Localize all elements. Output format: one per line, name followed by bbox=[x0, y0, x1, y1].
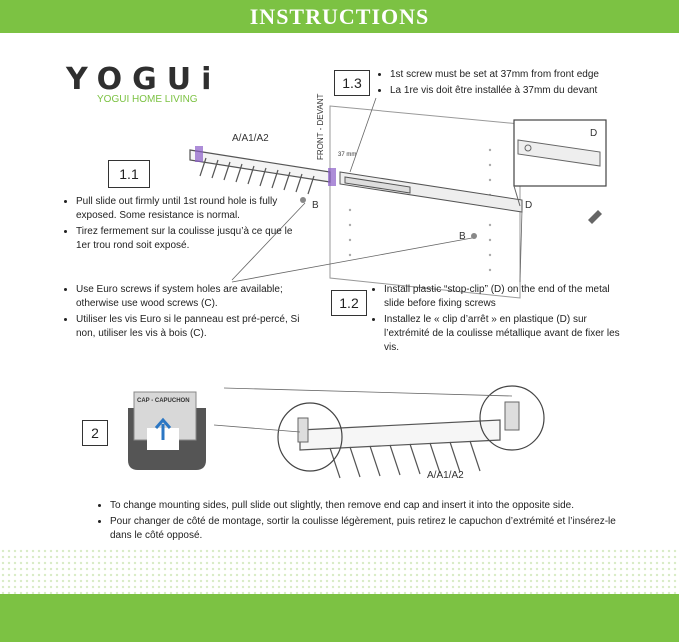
instruction-en: Install plastic “stop-clip” (D) on the e… bbox=[384, 283, 628, 311]
slide-clip-purple bbox=[328, 168, 336, 186]
step-box-1-1: 1.1 bbox=[108, 160, 150, 188]
front-label: FRONT - DEVANT bbox=[316, 93, 325, 160]
header-banner: INSTRUCTIONS bbox=[0, 0, 679, 33]
measure-label: 37 mm bbox=[338, 152, 357, 158]
up-arrow-icon bbox=[154, 417, 172, 440]
brand-tagline: YOGUI HOME LIVING bbox=[97, 94, 198, 105]
step-1-2-instructions: Install plastic “stop-clip” (D) on the e… bbox=[370, 283, 628, 357]
cap-label: CAP - CAPUCHON bbox=[137, 398, 190, 404]
instruction-en: Pull slide out firmly until 1st round ho… bbox=[76, 195, 304, 223]
rack-label-bottom: A/A1/A2 bbox=[427, 470, 464, 481]
label-d1: D bbox=[590, 128, 598, 139]
step-2-instructions: To change mounting sides, pull slide out… bbox=[96, 499, 630, 545]
zoom-circle-right bbox=[479, 385, 545, 451]
pencil-icon bbox=[588, 210, 602, 224]
step-1-1-instructions: Pull slide out firmly until 1st round ho… bbox=[62, 195, 304, 255]
instruction-fr: La 1re vis doit être installée à 37mm du… bbox=[390, 84, 670, 98]
page-title: INSTRUCTIONS bbox=[249, 4, 430, 29]
label-b2: B bbox=[459, 231, 466, 242]
rack-label-top: A/A1/A2 bbox=[232, 133, 269, 144]
label-d2: D bbox=[525, 200, 533, 211]
instruction-fr: Tirez fermement sur la coulisse jusqu’à … bbox=[76, 225, 304, 253]
screw-b2 bbox=[471, 233, 477, 239]
footer-banner bbox=[0, 594, 679, 642]
step-1-1b-instructions: Use Euro screws if system holes are avai… bbox=[62, 283, 312, 343]
metal-slide bbox=[339, 171, 523, 213]
step-box-2: 2 bbox=[82, 420, 108, 446]
instruction-en: Use Euro screws if system holes are avai… bbox=[76, 283, 312, 311]
step-1-3-instructions: 1st screw must be set at 37mm from front… bbox=[376, 68, 670, 100]
label-b1: B bbox=[312, 200, 319, 211]
panel-holes bbox=[348, 148, 492, 272]
instruction-fr: Pour changer de côté de montage, sortir … bbox=[110, 515, 630, 543]
zoom-circle-left bbox=[277, 402, 343, 472]
brand-logo: YOGUi bbox=[66, 62, 222, 97]
end-cap-purple bbox=[195, 146, 203, 162]
instruction-en: To change mounting sides, pull slide out… bbox=[110, 499, 630, 513]
rack-illustration-bottom bbox=[299, 419, 501, 479]
instruction-fr: Utiliser les vis Euro si le panneau est … bbox=[76, 313, 312, 341]
rack-illustration-top bbox=[189, 149, 331, 195]
cabinet-panel bbox=[329, 105, 521, 299]
dot-pattern bbox=[0, 548, 679, 596]
instruction-en: 1st screw must be set at 37mm from front… bbox=[390, 68, 670, 82]
step-box-1-3: 1.3 bbox=[334, 70, 370, 96]
instruction-fr: Installez le « clip d’arrêt » en plastiq… bbox=[384, 313, 628, 355]
step-box-1-2: 1.2 bbox=[331, 290, 367, 316]
screw-b1 bbox=[300, 197, 306, 203]
